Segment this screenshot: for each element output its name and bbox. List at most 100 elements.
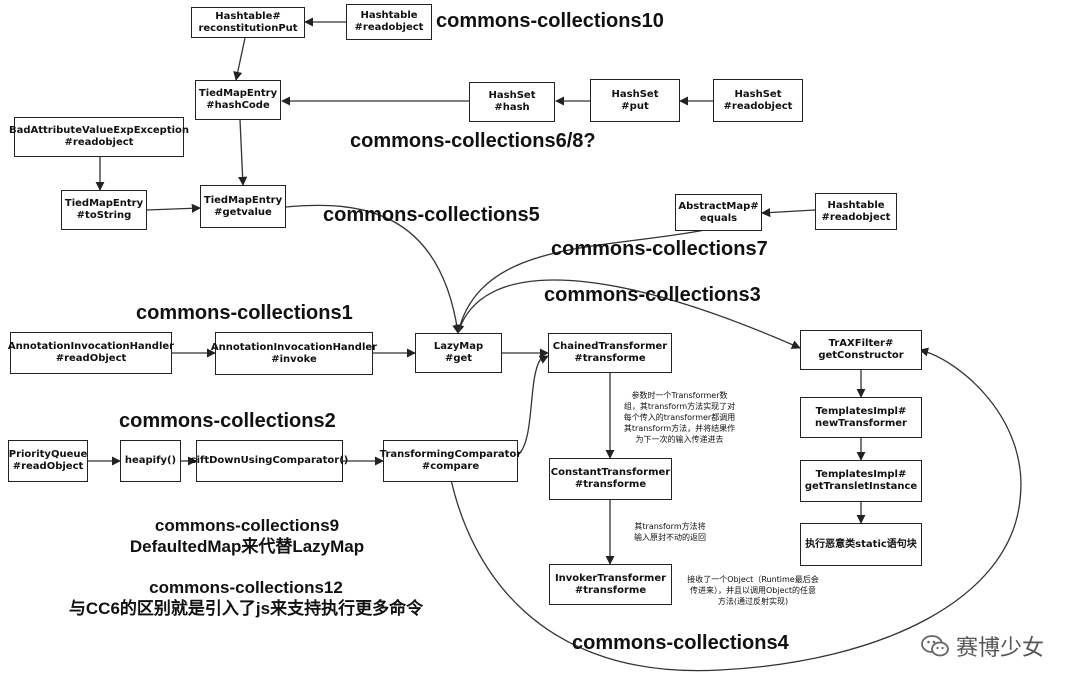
box-siftdown: siftDownUsingComparator() <box>191 440 348 482</box>
box-annotation-readobject: AnnotationInvocationHandler #readObject <box>7 332 175 374</box>
note-line: 其transform方法，并将结果作 <box>623 424 736 433</box>
box-invokertransformer: InvokerTransformer #transforme <box>549 564 672 605</box>
box-hashtable-readobject-top: Hashtable #readobject <box>346 4 432 40</box>
note-chained: 参数时一个Transformer数 组，其transform方法实现了对 每个传… <box>612 390 747 445</box>
box-lazymap-get: LazyMap #get <box>415 333 502 373</box>
box-line-1: heapify() <box>124 455 177 466</box>
wechat-icon <box>921 635 949 657</box>
box-heapify: heapify() <box>120 440 181 482</box>
label-cc9: commons-collections9 DefaultedMap来代替Lazy… <box>116 515 378 557</box>
label-cc9-line2: DefaultedMap来代替LazyMap <box>129 537 365 556</box>
box-line-2: #transforme <box>574 479 647 490</box>
edge-hashtable-right-to-abstractmap <box>761 207 816 218</box>
box-line-2: #hashCode <box>206 100 270 111</box>
box-line-2: getTransletInstance <box>804 481 918 492</box>
box-line-1: Hashtable# <box>215 10 281 22</box>
label-cc12-line2: 与CC6的区别就是引入了js来支持执行更多命令 <box>68 599 424 618</box>
edge-cc3-to-trax <box>457 279 801 349</box>
label-cc5: commons-collections5 <box>323 204 540 226</box>
edge-comparator-to-chained <box>517 355 549 456</box>
box-line-1: 执行恶意类static语句块 <box>805 538 917 550</box>
box-transformingcomparator: TransformingComparator #compare <box>380 440 521 482</box>
box-traxfilter: TrAXFilter# getConstructor <box>800 330 922 370</box>
box-static-block: 执行恶意类static语句块 <box>800 523 922 566</box>
box-line-2: #readobject <box>64 137 134 148</box>
note-invoker: 接收了一个Object（Runtime最后会 传进来），并且以调用Object的… <box>682 574 824 607</box>
box-line-2: #readobject <box>354 22 424 33</box>
box-line-2: #readobject <box>821 211 891 223</box>
box-line-1: BadAttributeValueExpException <box>8 125 190 136</box>
label-cc10: commons-collections10 <box>436 10 664 32</box>
box-line-1: TiedMapEntry <box>203 194 283 206</box>
box-line-2: #invoke <box>271 353 317 365</box>
note-line: 为下一次的输入传递进去 <box>635 435 724 444</box>
note-line: 传进来），并且以调用Object的任意 <box>689 586 817 595</box>
box-line-1: TiedMapEntry <box>198 88 278 99</box>
box-hashset-hash: HashSet #hash <box>469 82 555 122</box>
box-line-1: HashSet <box>734 88 782 100</box>
note-line: 组，其transform方法实现了对 <box>623 402 736 411</box>
box-tiedmapentry-getvalue: TiedMapEntry #getvalue <box>200 185 286 228</box>
box-hashset-put: HashSet #put <box>590 79 680 122</box>
box-templatesimpl-newtransformer: TemplatesImpl# newTransformer <box>800 397 922 438</box>
edge-getvalue-to-lazymap <box>285 204 462 334</box>
box-tiedmapentry-tostring: TiedMapEntry #toString <box>61 190 147 230</box>
box-line-1: ConstantTransformer <box>550 467 671 478</box>
label-cc12-line1: commons-collections12 <box>149 578 343 597</box>
box-line-1: HashSet <box>611 88 659 100</box>
box-line-1: TemplatesImpl# <box>815 469 907 480</box>
box-line-2: #put <box>621 100 649 112</box>
edge-hashcode-to-getvalue <box>238 119 248 186</box>
edge-reconstitution-to-hashcode <box>233 37 246 81</box>
box-line-2: #toString <box>76 210 132 221</box>
box-line-2: #hash <box>494 102 530 113</box>
brand-watermark: 赛博少女 <box>920 630 1044 662</box>
box-line-1: AnnotationInvocationHandler <box>7 341 175 352</box>
box-hashtable-readobject-right: Hashtable #readobject <box>815 193 897 230</box>
box-line-1: TransformingComparator <box>379 449 522 460</box>
box-tiedmapentry-hashcode: TiedMapEntry #hashCode <box>195 80 281 120</box>
box-line-1: siftDownUsingComparator() <box>190 455 349 466</box>
box-line-2: equals <box>699 212 738 224</box>
box-line-2: #readobject <box>723 100 793 112</box>
box-line-1: HashSet <box>488 90 536 101</box>
box-priorityqueue: PriorityQueue #readObject <box>8 440 88 482</box>
box-annotation-invoke: AnnotationInvocationHandler #invoke <box>211 332 377 375</box>
box-templatesimpl-gettransletinstance: TemplatesImpl# getTransletInstance <box>800 460 922 502</box>
box-line-1: InvokerTransformer <box>554 572 667 584</box>
label-cc12: commons-collections12 与CC6的区别就是引入了js来支持执… <box>66 577 426 619</box>
box-line-2: #transforme <box>574 584 647 596</box>
box-line-1: AbstractMap# <box>678 200 759 212</box>
box-badattributevalueexpexception: BadAttributeValueExpException #readobjec… <box>9 117 189 157</box>
box-line-2: #get <box>444 353 473 364</box>
box-line-2: #getvalue <box>214 206 272 218</box>
edge-abstractmap-to-lazymap <box>455 229 706 334</box>
box-line-1: Hashtable <box>360 10 418 21</box>
box-hashset-readobject: HashSet #readobject <box>713 79 803 122</box>
box-line-2: #readObject <box>55 353 127 364</box>
box-hashtable-reconstitutionput: Hashtable# reconstitutionPut <box>191 7 305 38</box>
label-cc7: commons-collections7 <box>551 238 768 260</box>
note-line: 输入原封不动的返回 <box>634 533 706 542</box>
box-line-2: #transforme <box>574 353 646 364</box>
label-cc3: commons-collections3 <box>544 284 761 306</box>
box-line-1: LazyMap <box>433 341 484 352</box>
box-line-2: reconstitutionPut <box>198 22 298 34</box>
label-cc6-8: commons-collections6/8? <box>350 130 596 152</box>
box-line-2: #compare <box>421 461 480 472</box>
edge-cc4-loop <box>449 347 1022 672</box>
note-line: 每个传入的transformer都调用 <box>623 413 736 422</box>
label-cc4: commons-collections4 <box>572 632 789 654</box>
label-cc9-line1: commons-collections9 <box>154 516 340 535</box>
box-line-1: AnnotationInvocationHandler <box>210 341 378 353</box>
box-line-2: getConstructor <box>818 350 904 361</box>
box-line-2: #readObject <box>12 461 84 472</box>
box-line-1: Hashtable <box>827 199 885 211</box>
brand-name: 赛博少女 <box>955 636 1044 661</box>
box-abstractmap-equals: AbstractMap# equals <box>675 194 762 231</box>
note-line: 接收了一个Object（Runtime最后会 <box>687 575 819 584</box>
label-cc2: commons-collections2 <box>119 410 336 432</box>
note-line: 参数时一个Transformer数 <box>631 391 728 400</box>
note-line: 方法(通过反射实现) <box>717 597 789 606</box>
box-line-1: ChainedTransformer <box>552 341 668 352</box>
